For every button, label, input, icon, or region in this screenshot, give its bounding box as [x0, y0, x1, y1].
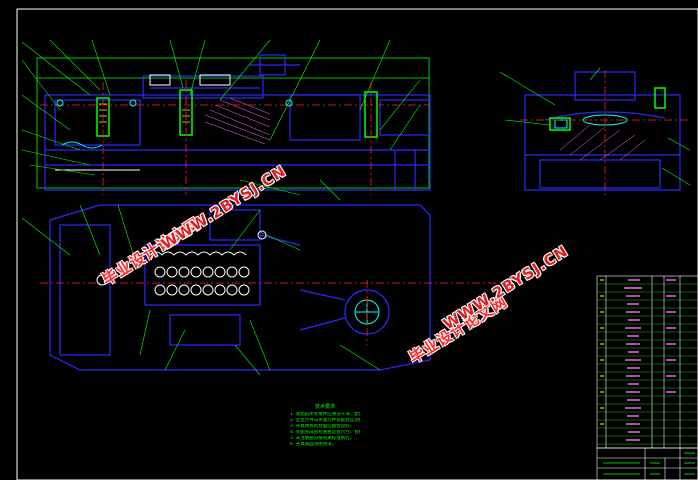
technical-notes-title: 技术要求 — [314, 404, 335, 410]
side-view — [499, 67, 691, 195]
top-view — [21, 204, 500, 376]
title-block — [596, 447, 698, 480]
technical-note-line: 4. 装配完成后检查各定位尺寸，合格后方可使用。 — [290, 430, 360, 435]
parts-list — [596, 275, 698, 449]
technical-note-line: 5. 未注明部分按有关标准执行。 — [290, 436, 355, 441]
technical-note-line: 1. 装配前所有零件应清洗干净，配合表面涂润滑油。 — [290, 412, 360, 417]
technical-note-line: 6. 夹具表面涂防锈漆。 — [290, 442, 337, 447]
technical-notes: 技术要求 1. 装配前所有零件应清洗干净，配合表面涂润滑油。 2. 定位元件与夹… — [290, 404, 360, 448]
front-view — [21, 39, 431, 201]
technical-note-line: 3. 夹具体各结合面应贴合良好。 — [290, 424, 355, 429]
drawing-border — [16, 8, 698, 480]
technical-note-line: 2. 定位元件与夹紧元件装配后应动作灵活，无卡滞。 — [290, 418, 360, 423]
